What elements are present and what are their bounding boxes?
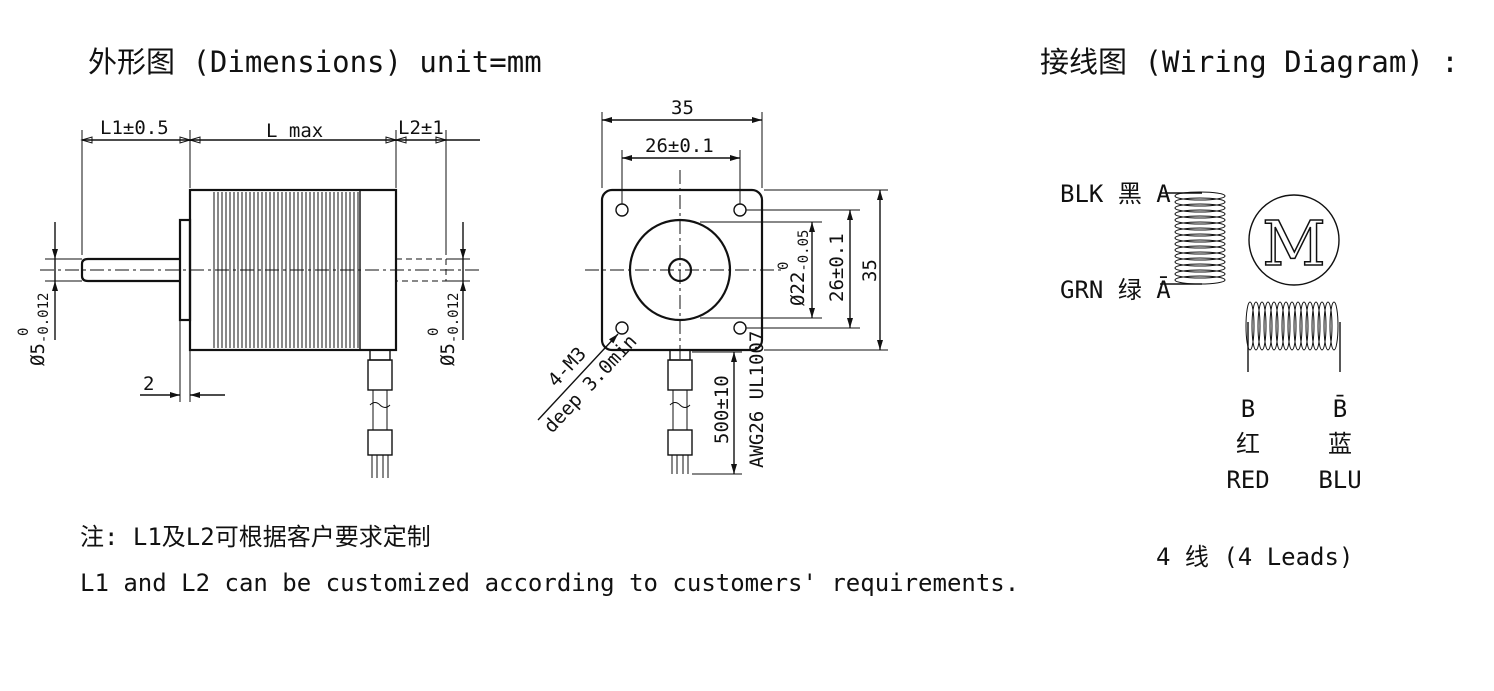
coil-a-turn	[1174, 221, 1226, 231]
note-en: L1 and L2 can be customized according to…	[80, 569, 1019, 597]
coil-b-turn	[1317, 301, 1327, 351]
motor-letter: M	[1262, 207, 1325, 280]
dim-cable-spec: AWG26 UL1007	[746, 331, 768, 468]
wire-grn-label: GRN 绿 Ā	[1060, 275, 1171, 304]
coil-a-turn	[1174, 191, 1226, 201]
front-shaft	[80, 257, 180, 283]
coil-a-turn	[1174, 227, 1226, 237]
coil-b-turn	[1281, 301, 1291, 351]
coil-b-turn	[1329, 301, 1339, 351]
dim-width-35: 35	[671, 97, 694, 119]
side-cable	[367, 349, 393, 478]
coil-b-turn	[1287, 301, 1297, 351]
wire-blk-label: BLK 黑 A	[1060, 180, 1171, 208]
coil-b-turn	[1293, 301, 1303, 351]
motor-symbol	[1248, 194, 1340, 286]
dim-shaft-left-upper: 0	[16, 328, 32, 336]
coil-a-turn	[1174, 257, 1226, 267]
coil-a-turn	[1174, 233, 1226, 243]
coil-b-turn	[1275, 301, 1285, 351]
coil-a-turn	[1174, 209, 1226, 219]
wire-red-phase: B	[1241, 395, 1255, 423]
coil-b-turn	[1323, 301, 1333, 351]
front-view: 35 26±0.1 35 26±0.1 Ø22-0.05 0	[537, 97, 888, 475]
wire-red-cn: 红	[1236, 430, 1260, 458]
coil-b-turn	[1305, 301, 1315, 351]
dim-boss: Ø22-0.05	[787, 230, 812, 306]
coil-a-turn	[1174, 203, 1226, 213]
wire-blu-code: BLU	[1318, 466, 1361, 494]
coil-b-turn	[1299, 301, 1309, 351]
dim-shaft-right: Ø5-0.012	[437, 293, 462, 366]
dim-l2: L2±1	[398, 117, 444, 139]
coil-a-turn	[1174, 239, 1226, 249]
dim-boss-upper: 0	[776, 262, 792, 270]
wiring-title: 接线图 (Wiring Diagram) :	[1040, 45, 1459, 79]
wire-blu-phase: B̄	[1333, 394, 1347, 423]
dim-bolt-spacing: 26±0.1	[645, 135, 714, 157]
coil-b-turn	[1257, 301, 1267, 351]
coil-b-turn	[1269, 301, 1279, 351]
coil-a-turn	[1174, 263, 1226, 273]
dim-shaft-left: Ø5-0.012	[27, 293, 52, 366]
coil-b-turn	[1311, 301, 1321, 351]
dim-shaft-right-upper: 0	[426, 328, 442, 336]
wire-blu-cn: 蓝	[1328, 430, 1352, 458]
front-cable	[667, 349, 693, 474]
mount-hole-tl	[615, 203, 629, 217]
mount-hole-br	[733, 321, 747, 335]
coil-a-turn	[1174, 215, 1226, 225]
dim-flange: 2	[143, 373, 154, 395]
coil-a-turn	[1174, 197, 1226, 207]
mount-hole-tr	[733, 203, 747, 217]
coil-a-turn	[1174, 245, 1226, 255]
dimensions-title: 外形图 (Dimensions) unit=mm	[88, 45, 542, 79]
coil-a-turn	[1174, 269, 1226, 279]
side-view: L1±0.5 L max L2±1 Ø5-0.012 0 Ø5-0.012 0 …	[16, 117, 480, 478]
dim-cable-length: 500±10	[711, 375, 733, 444]
coil-a-turn	[1174, 275, 1226, 285]
coil-b-turn	[1263, 301, 1273, 351]
wire-red-code: RED	[1226, 466, 1269, 494]
dim-height-35: 35	[859, 259, 881, 282]
dim-l1: L1±0.5	[100, 117, 169, 139]
coil-b-turn	[1251, 301, 1261, 351]
note-cn: 注: L1及L2可根据客户要求定制	[80, 523, 431, 551]
coil-b-turn	[1245, 301, 1255, 351]
dim-bolt-spacing-v: 26±0.1	[826, 233, 848, 302]
coil-a-turn	[1174, 251, 1226, 261]
leads-count: 4 线 (4 Leads)	[1156, 543, 1353, 571]
dim-l-max: L max	[266, 120, 323, 142]
coil-b	[1245, 301, 1339, 351]
mount-hole-bl	[615, 321, 629, 335]
coil-a	[1174, 191, 1226, 285]
wiring-diagram: BLK 黑 A GRN 绿 Ā M B 红 RED B̄ 蓝 BLU 4 线 (…	[1060, 180, 1362, 571]
